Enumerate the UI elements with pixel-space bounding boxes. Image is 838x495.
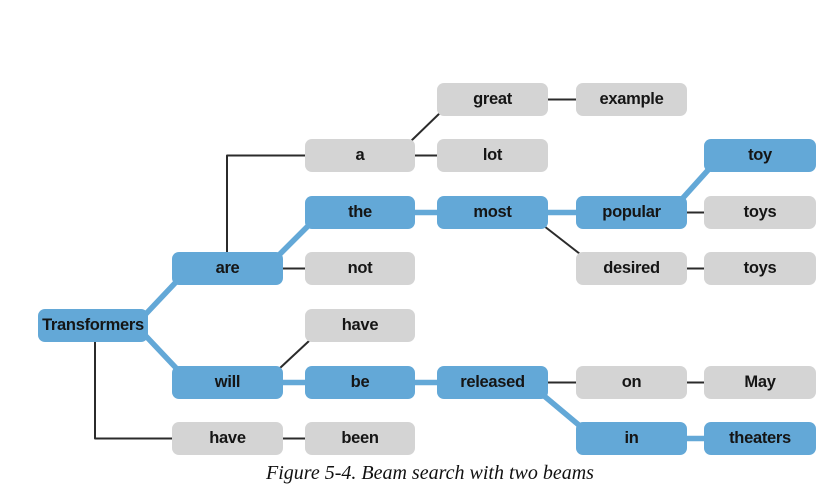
node-have-after-will: have	[305, 309, 415, 342]
node-on: on	[576, 366, 687, 399]
node-have-bottom: have	[172, 422, 283, 455]
node-great: great	[437, 83, 548, 116]
edge-popular-toy	[679, 166, 712, 202]
node-will: will	[172, 366, 283, 399]
node-popular: popular	[576, 196, 687, 229]
node-not: not	[305, 252, 415, 285]
node-theaters: theaters	[704, 422, 816, 455]
node-example: example	[576, 83, 687, 116]
edge-are-the	[275, 221, 313, 259]
edge-released-in	[540, 392, 583, 429]
edge-transformers-are	[140, 278, 180, 320]
node-toys-after-desired: toys	[704, 252, 816, 285]
node-the: the	[305, 196, 415, 229]
node-transformers: Transformers	[38, 309, 148, 342]
node-are: are	[172, 252, 283, 285]
edge-will-have	[279, 340, 310, 369]
node-in: in	[576, 422, 687, 455]
node-been: been	[305, 422, 415, 455]
node-toy: toy	[704, 139, 816, 172]
edge-transformers-have	[94, 341, 174, 440]
node-a: a	[305, 139, 415, 172]
node-be: be	[305, 366, 415, 399]
edge-transformers-will	[140, 330, 180, 372]
node-desired: desired	[576, 252, 687, 285]
figure-caption: Figure 5-4. Beam search with two beams	[266, 462, 594, 484]
edge-most-desired	[543, 225, 581, 255]
node-may: May	[704, 366, 816, 399]
edge-are-a	[226, 154, 306, 253]
edge-a-great	[410, 111, 442, 142]
node-toys-after-popular: toys	[704, 196, 816, 229]
node-lot: lot	[437, 139, 548, 172]
node-released: released	[437, 366, 548, 399]
node-most: most	[437, 196, 548, 229]
